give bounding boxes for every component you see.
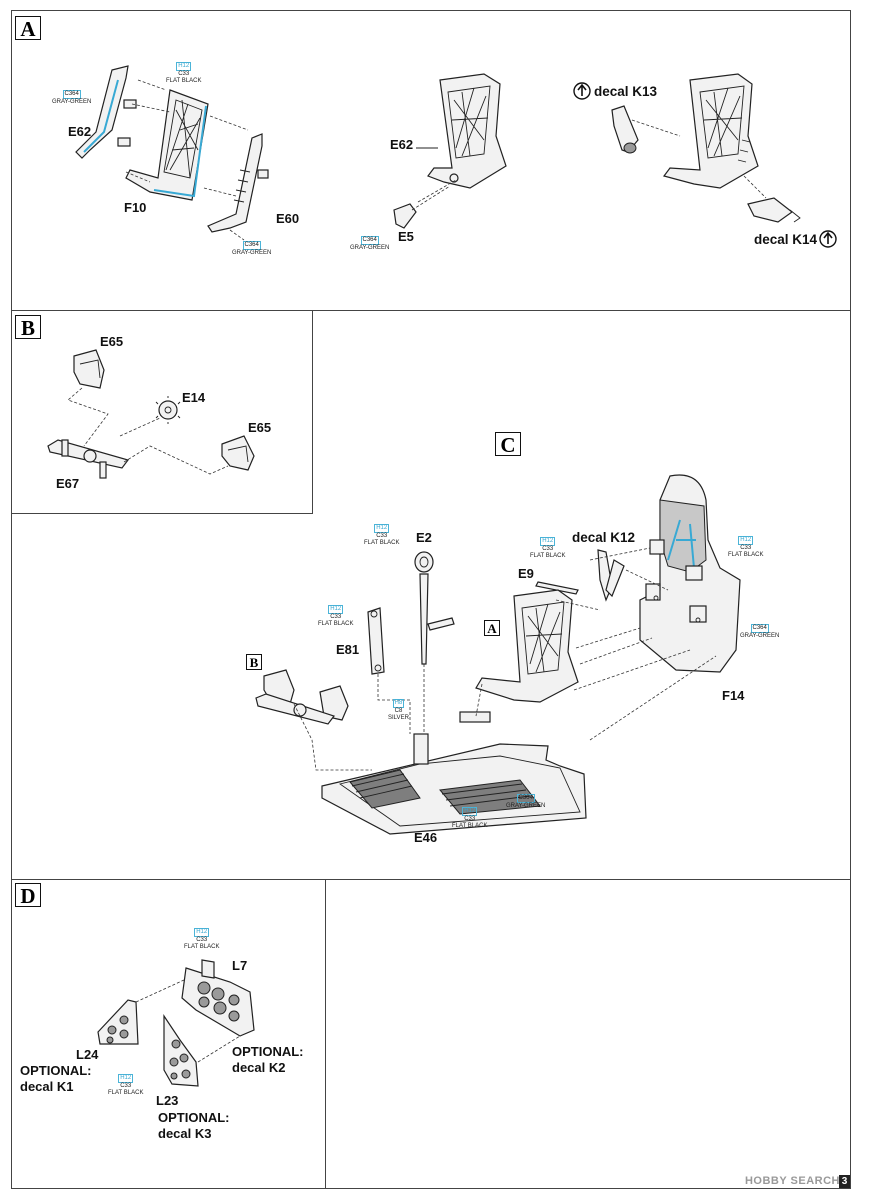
part-label-e2: E2 — [416, 530, 432, 545]
bracket-part-e67 — [47, 439, 130, 479]
control-stick-part-e2 — [414, 551, 455, 665]
left-panel-l24 — [97, 999, 139, 1045]
seat-assembly-mid — [427, 73, 507, 189]
step-c-title: C — [495, 432, 521, 457]
part-label-l23: L23 — [156, 1093, 179, 1108]
part-label-e65-b: E65 — [248, 420, 272, 435]
paint-callout-c2: H12 C33 FLAT BLACK — [530, 537, 566, 559]
optional-k2-decal: decal K2 — [232, 1060, 286, 1075]
part-label-e62: E62 — [68, 124, 92, 139]
decal-k13-part — [611, 105, 639, 154]
optional-k1-decal: decal K1 — [20, 1079, 74, 1094]
seat-assembly-right — [662, 73, 759, 189]
optional-k1-title: OPTIONAL: — [20, 1063, 92, 1078]
paint-callout-c4: H12 C33 FLAT BLACK — [318, 605, 354, 627]
decal-label-k13: decal K13 — [594, 84, 658, 99]
decal-label-k12: decal K12 — [572, 530, 636, 545]
optional-k2-title: OPTIONAL: — [232, 1044, 304, 1059]
part-label-e5: E5 — [398, 229, 414, 244]
paint-callout-c1: H12 C33 FLAT BLACK — [364, 524, 400, 546]
lower-panel-l23 — [163, 1014, 199, 1087]
seat-back-part-e62 — [75, 65, 137, 159]
part-label-e62-b: E62 — [390, 137, 414, 152]
part-e65-top — [73, 349, 105, 389]
decal-k14-part — [747, 197, 801, 223]
paint-callout-a4: C364 GRAY-GREEN — [350, 236, 390, 251]
seat-part-f10 — [125, 89, 209, 201]
rudder-pedals-ref-b — [255, 669, 349, 725]
linkage-part-e81 — [367, 607, 385, 675]
part-label-l24: L24 — [76, 1047, 99, 1062]
paint-callout-c3: H12 C33 FLAT BLACK — [728, 536, 764, 558]
part-label-f10: F10 — [124, 200, 147, 215]
step-a-title: A — [15, 16, 41, 41]
bend-arrow-icon — [573, 82, 591, 100]
part-label-e65-a: E65 — [100, 334, 124, 349]
part-label-e81: E81 — [336, 642, 360, 657]
instrument-panel-l7 — [181, 959, 255, 1037]
watermark: HOBBY SEARCH — [744, 1175, 840, 1187]
part-label-f14: F14 — [722, 688, 745, 703]
sub-assembly-ref-a: A — [484, 620, 500, 636]
part-label-e67: E67 — [56, 476, 80, 491]
part-label-e14: E14 — [182, 390, 206, 405]
step-d-title: D — [15, 883, 41, 908]
optional-k3-decal: decal K3 — [158, 1126, 212, 1141]
paint-callout-c7: C364 GRAY-GREEN — [506, 794, 546, 809]
paint-callout-a1: C364 GRAY-GREEN — [52, 90, 92, 105]
cockpit-floor-part-e46 — [321, 711, 587, 835]
paint-callout-a2: H12 C33 FLAT BLACK — [166, 62, 202, 84]
part-label-l7: L7 — [232, 958, 248, 973]
paint-callout-d2: H12 C33 FLAT BLACK — [108, 1074, 144, 1096]
page-number: 3 — [839, 1175, 850, 1188]
part-label-e9: E9 — [518, 566, 534, 581]
rod-part-e9 — [535, 581, 579, 595]
paint-callout-a3: C364 GRAY-GREEN — [232, 241, 272, 256]
optional-k3-title: OPTIONAL: — [158, 1110, 230, 1125]
part-e65-right — [221, 435, 255, 471]
paint-callout-c8: H12 C33 FLAT BLACK — [452, 807, 488, 829]
seat-frame-part-e60 — [207, 133, 269, 233]
part-label-e60: E60 — [276, 211, 300, 226]
harness-part-k12 — [597, 549, 625, 602]
step-b-title: B — [15, 315, 41, 340]
part-label-e46: E46 — [414, 830, 438, 845]
decal-label-k14: decal K14 — [754, 232, 818, 247]
paint-callout-c5: C364 GRAY-GREEN — [740, 624, 780, 639]
outer-frame — [11, 10, 851, 1189]
pedal-part-e5 — [393, 203, 417, 229]
sprocket-part-e14 — [155, 396, 181, 424]
headrest-panel-f14 — [639, 474, 741, 673]
paint-callout-c6: H8 C8 SILVER — [388, 699, 409, 721]
seat-assembly-c — [475, 589, 579, 703]
paint-callout-d1: H12 C33 FLAT BLACK — [184, 928, 220, 950]
bend-arrow-icon — [819, 230, 837, 248]
sub-assembly-ref-b: B — [246, 654, 262, 670]
